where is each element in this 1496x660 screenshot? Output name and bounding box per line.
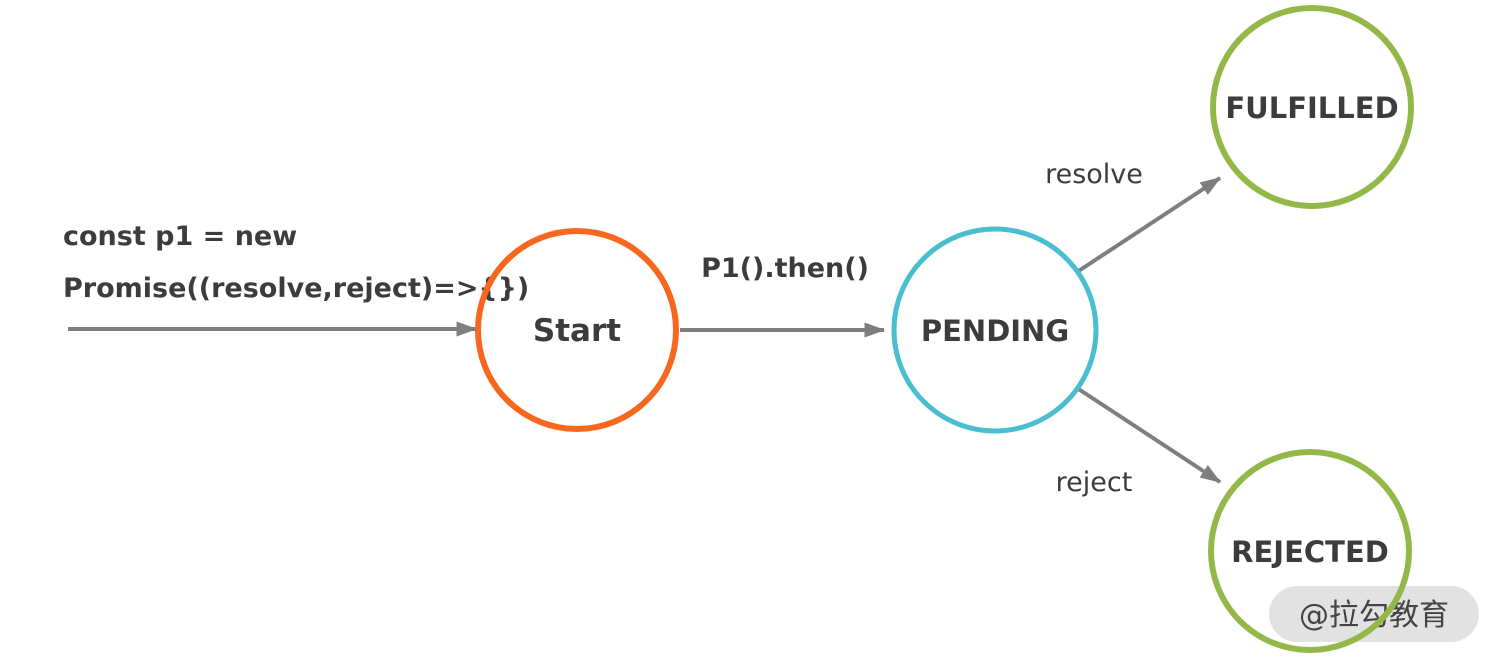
start-node: Start [475,228,679,432]
pending-node: PENDING [891,226,1099,434]
pending-node-circle [891,226,1099,434]
rejected-node-label: REJECTED [1231,535,1389,569]
start-node-label: Start [533,313,621,349]
pending-node-label: PENDING [921,314,1069,348]
fulfilled-node: FULFILLED [1210,5,1414,209]
reject-arrow [1075,386,1222,484]
rejected-node-circle [1208,449,1412,653]
fulfilled-node-label: FULFILLED [1225,91,1398,125]
code-snippet-line2: Promise((resolve,reject)=>{}) [63,273,529,304]
rejected-node: REJECTED [1208,449,1412,653]
watermark: @拉勾教育 [1269,586,1479,642]
code-snippet-line1: const p1 = new [63,221,297,252]
watermark-pill [1269,586,1479,642]
then-edge-label: P1().then() [701,253,869,284]
fulfilled-node-circle [1210,5,1414,209]
reject-edge-label: reject [1056,467,1133,498]
start-node-circle [475,228,679,432]
resolve-edge-label: resolve [1045,159,1143,190]
resolve-arrow [1075,176,1222,274]
